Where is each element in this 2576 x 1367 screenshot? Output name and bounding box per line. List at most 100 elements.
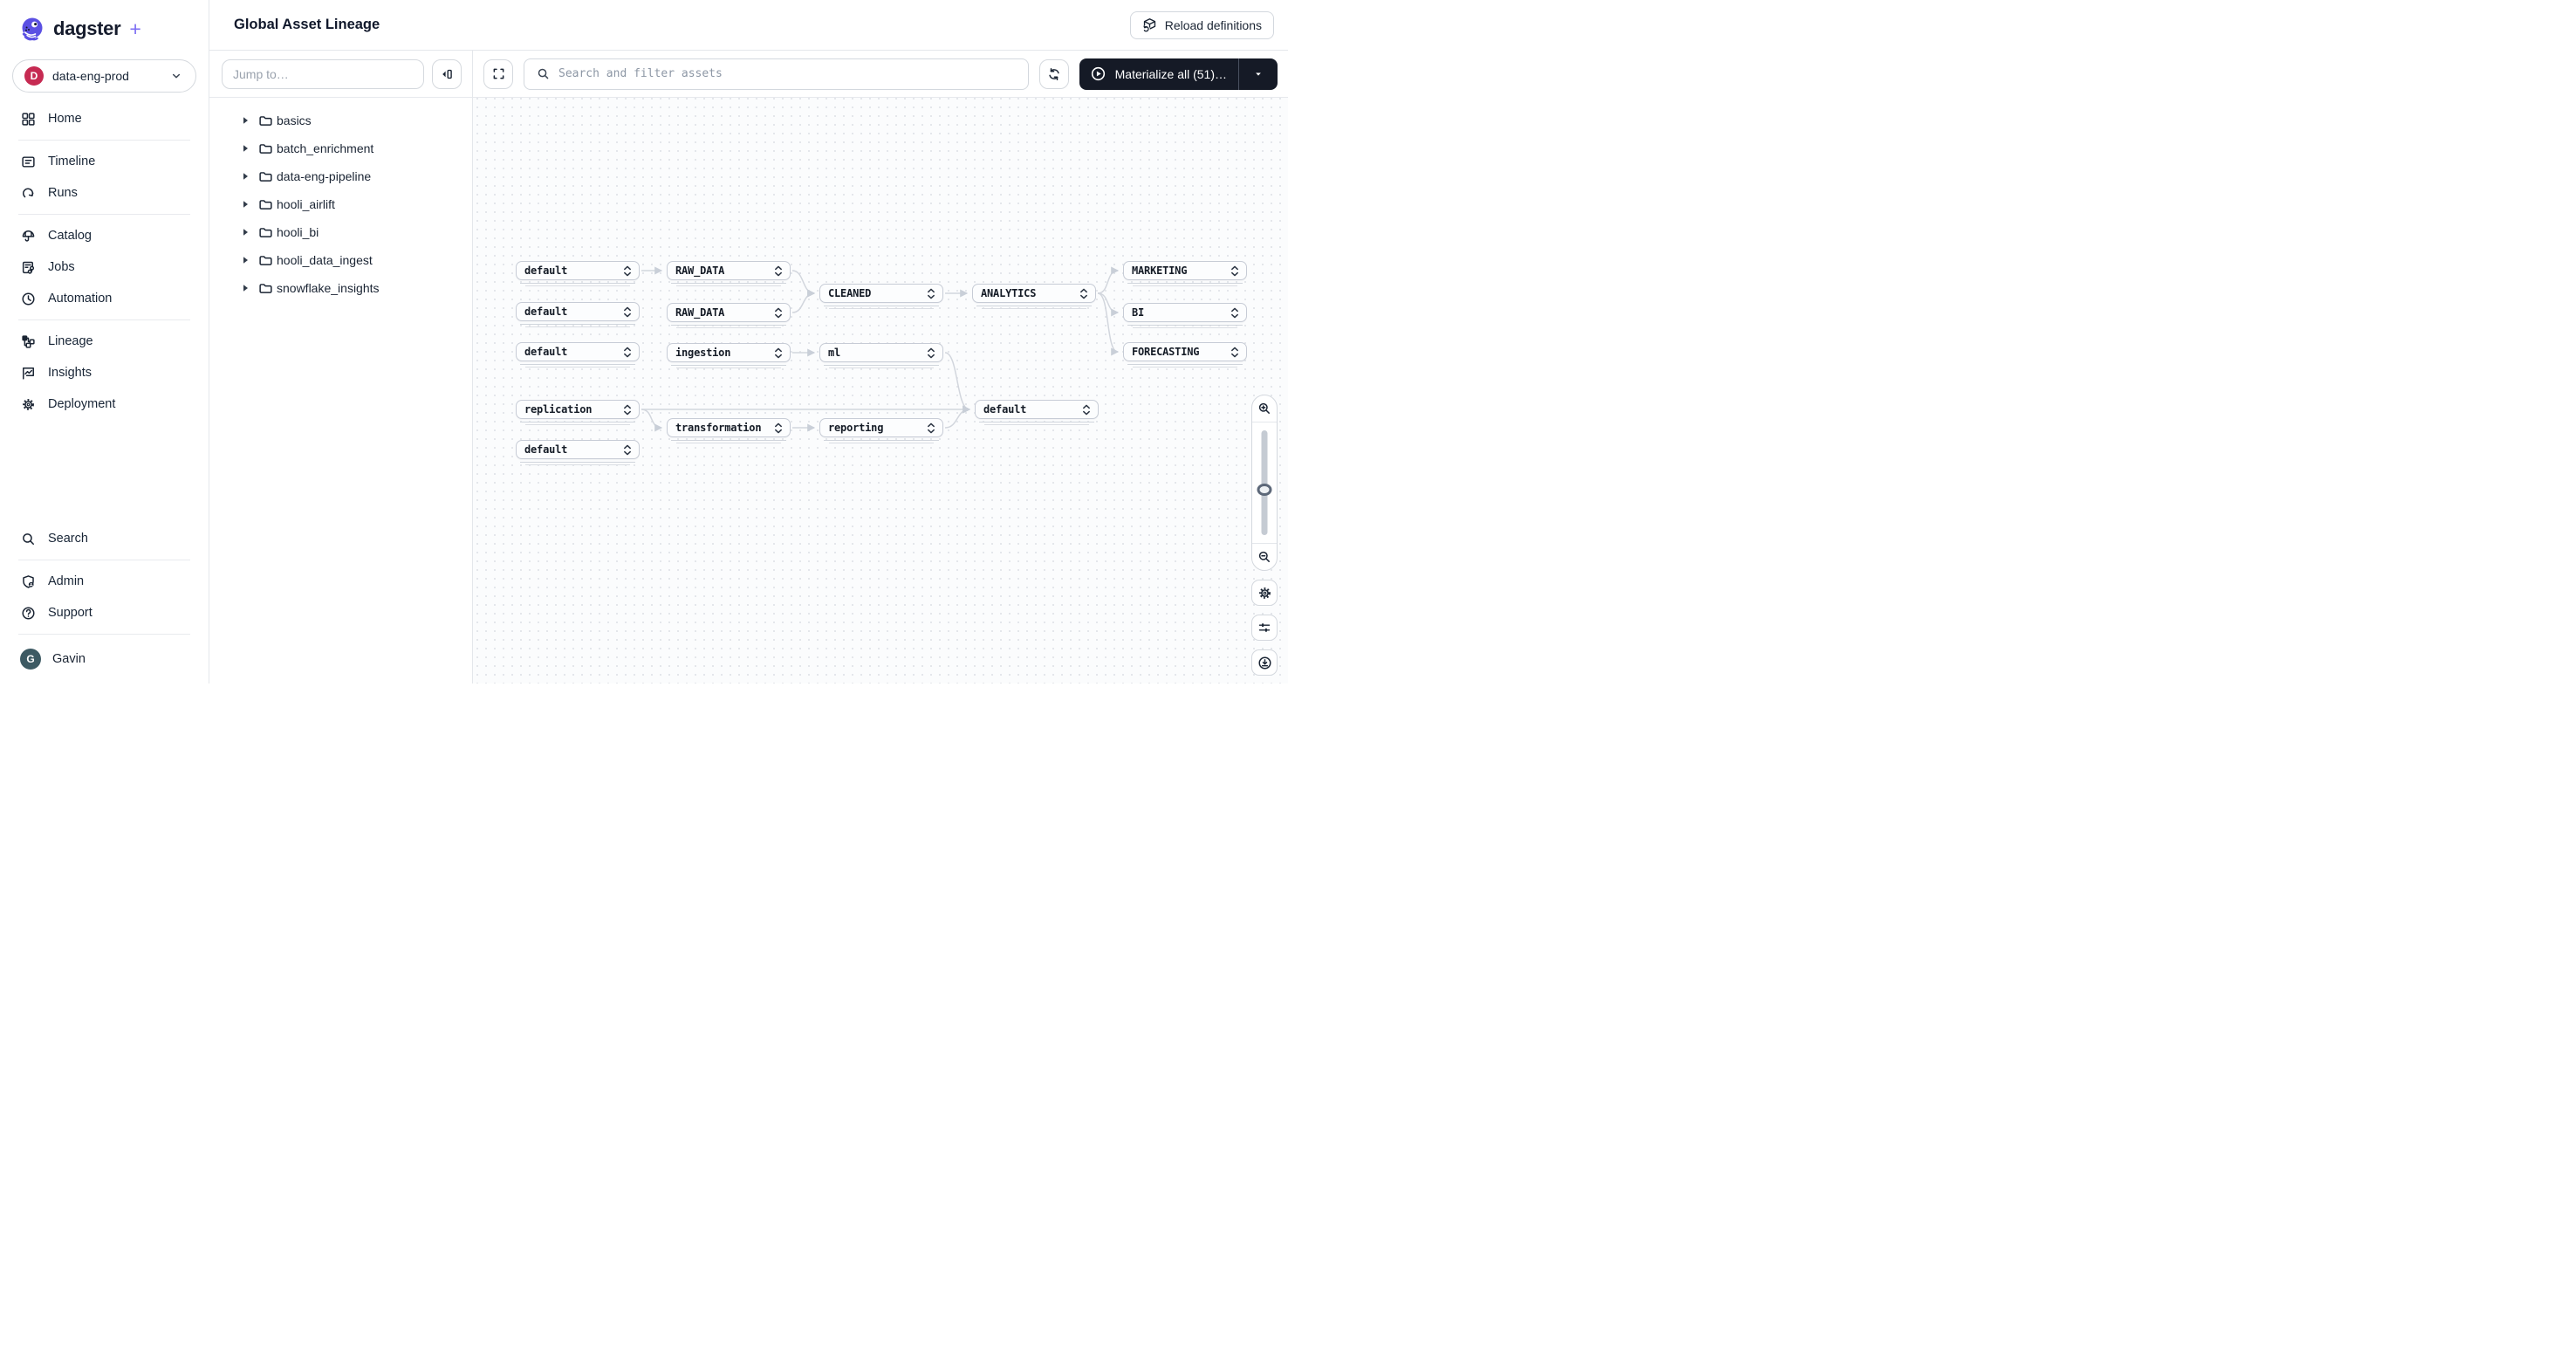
canvas-controls [1251, 395, 1278, 676]
zoom-slider-track[interactable] [1261, 430, 1268, 535]
graph-node-ingestion[interactable]: ingestion [667, 343, 791, 368]
sidebar-item-automation[interactable]: Automation [0, 283, 209, 314]
lineage-edge [641, 409, 663, 432]
zoom-slider-knob[interactable] [1257, 484, 1272, 497]
caret-right-icon[interactable] [236, 200, 254, 209]
jump-to-input[interactable] [222, 58, 424, 89]
collapse-panel-button[interactable] [432, 58, 462, 89]
sidebar-item-home[interactable]: Home [0, 103, 209, 134]
unfold-group-icon[interactable] [926, 422, 936, 434]
materialize-all-button[interactable]: Materialize all (51)… [1079, 58, 1238, 90]
tree-folder-row-hooli_airlift[interactable]: hooli_airlift [209, 190, 472, 218]
sidebar-item-catalog[interactable]: Catalog [0, 220, 209, 251]
asset-search-input[interactable] [558, 67, 1017, 80]
graph-settings-button[interactable] [1251, 580, 1278, 606]
unfold-group-icon[interactable] [622, 404, 633, 416]
graph-node-default[interactable]: default [516, 302, 640, 327]
reload-definitions-button[interactable]: Reload definitions [1129, 10, 1274, 39]
deployment-switcher[interactable]: D data-eng-prod [12, 59, 196, 93]
unfold-group-icon[interactable] [1230, 347, 1240, 358]
user-menu[interactable]: G Gavin [0, 640, 209, 684]
graph-node-transformation[interactable]: transformation [667, 418, 791, 443]
dagster-octopus-icon [19, 16, 45, 42]
caret-right-icon[interactable] [236, 172, 254, 181]
unfold-group-icon[interactable] [622, 306, 633, 318]
folder-icon [254, 141, 277, 156]
sidebar-item-search[interactable]: Search [0, 523, 209, 554]
unfold-group-icon[interactable] [622, 265, 633, 277]
sidebar-item-lineage[interactable]: Lineage [0, 326, 209, 357]
help-circle-icon [20, 606, 36, 621]
sidebar-item-insights[interactable]: Insights [0, 357, 209, 388]
tree-folder-label: basics [277, 113, 312, 127]
graph-node-reporting[interactable]: reporting [819, 418, 943, 443]
unfold-group-icon[interactable] [926, 288, 936, 299]
caret-right-icon[interactable] [236, 144, 254, 153]
gear-icon [1257, 586, 1272, 601]
unfold-group-icon[interactable] [1230, 265, 1240, 277]
graph-node-default[interactable]: default [516, 440, 640, 465]
graph-node-label: ingestion [675, 347, 731, 359]
tree-folder-row-snowflake_insights[interactable]: snowflake_insights [209, 274, 472, 302]
sidebar-item-label: Timeline [48, 155, 96, 168]
graph-node-default[interactable]: default [516, 342, 640, 368]
divider [18, 634, 190, 635]
materialize-dropdown-button[interactable] [1239, 58, 1278, 90]
zoom-slider[interactable] [1252, 422, 1277, 543]
unfold-group-icon[interactable] [926, 347, 936, 359]
tree-folder-row-batch_enrichment[interactable]: batch_enrichment [209, 134, 472, 162]
unfold-group-icon[interactable] [622, 444, 633, 456]
caret-right-icon[interactable] [236, 228, 254, 237]
sidebar-item-label: Lineage [48, 334, 93, 348]
brand-wordmark: dagster [53, 17, 121, 39]
sidebar-item-deployment[interactable]: Deployment [0, 388, 209, 420]
download-image-button[interactable] [1251, 649, 1278, 676]
zoom-in-button[interactable] [1252, 395, 1277, 422]
unfold-group-icon[interactable] [773, 265, 784, 277]
graph-node-FORECASTING[interactable]: FORECASTING [1123, 342, 1247, 368]
caret-right-icon[interactable] [236, 256, 254, 264]
graph-node-replication[interactable]: replication [516, 400, 640, 425]
lineage-edges-layer [641, 266, 1120, 432]
graph-node-default[interactable]: default [516, 261, 640, 286]
lineage-canvas[interactable]: Materialize all (51)… [473, 51, 1288, 684]
brand-logo[interactable]: dagster + [0, 0, 209, 49]
graph-filters-button[interactable] [1251, 615, 1278, 641]
unfold-group-icon[interactable] [773, 347, 784, 359]
graph-node-ANALYTICS[interactable]: ANALYTICS [972, 284, 1096, 309]
tree-folder-row-hooli_data_ingest[interactable]: hooli_data_ingest [209, 246, 472, 274]
tree-folder-row-data-eng-pipeline[interactable]: data-eng-pipeline [209, 162, 472, 190]
graph-node-default[interactable]: default [975, 400, 1099, 425]
caret-right-icon[interactable] [236, 116, 254, 125]
tree-folder-label: hooli_data_ingest [277, 253, 373, 267]
zoom-out-button[interactable] [1252, 544, 1277, 570]
sidebar-item-label: Runs [48, 186, 78, 200]
folder-icon [254, 253, 277, 268]
sidebar-item-support[interactable]: Support [0, 597, 209, 629]
tree-folder-label: hooli_bi [277, 225, 319, 239]
graph-node-BI[interactable]: BI [1123, 303, 1247, 328]
graph-node-RAW_DATA[interactable]: RAW_DATA [667, 261, 791, 286]
tree-folder-label: batch_enrichment [277, 141, 374, 155]
tree-folder-row-hooli_bi[interactable]: hooli_bi [209, 218, 472, 246]
fullscreen-button[interactable] [483, 58, 513, 89]
sidebar-item-admin[interactable]: Admin [0, 566, 209, 597]
graph-node-CLEANED[interactable]: CLEANED [819, 284, 943, 309]
graph-node-ml[interactable]: ml [819, 343, 943, 368]
unfold-group-icon[interactable] [1081, 404, 1092, 416]
unfold-group-icon[interactable] [622, 347, 633, 358]
unfold-group-icon[interactable] [1079, 288, 1089, 299]
unfold-group-icon[interactable] [1230, 307, 1240, 319]
page-header: Global Asset Lineage Reload definitions [209, 0, 1288, 51]
caret-right-icon[interactable] [236, 284, 254, 292]
unfold-group-icon[interactable] [773, 307, 784, 319]
sidebar-item-jobs[interactable]: Jobs [0, 251, 209, 283]
graph-node-label: reporting [828, 422, 884, 434]
refresh-button[interactable] [1038, 58, 1069, 89]
graph-node-RAW_DATA[interactable]: RAW_DATA [667, 303, 791, 328]
graph-node-MARKETING[interactable]: MARKETING [1123, 261, 1247, 286]
unfold-group-icon[interactable] [773, 422, 784, 434]
sidebar-item-timeline[interactable]: Timeline [0, 146, 209, 177]
tree-folder-row-basics[interactable]: basics [209, 106, 472, 134]
sidebar-item-runs[interactable]: Runs [0, 177, 209, 209]
